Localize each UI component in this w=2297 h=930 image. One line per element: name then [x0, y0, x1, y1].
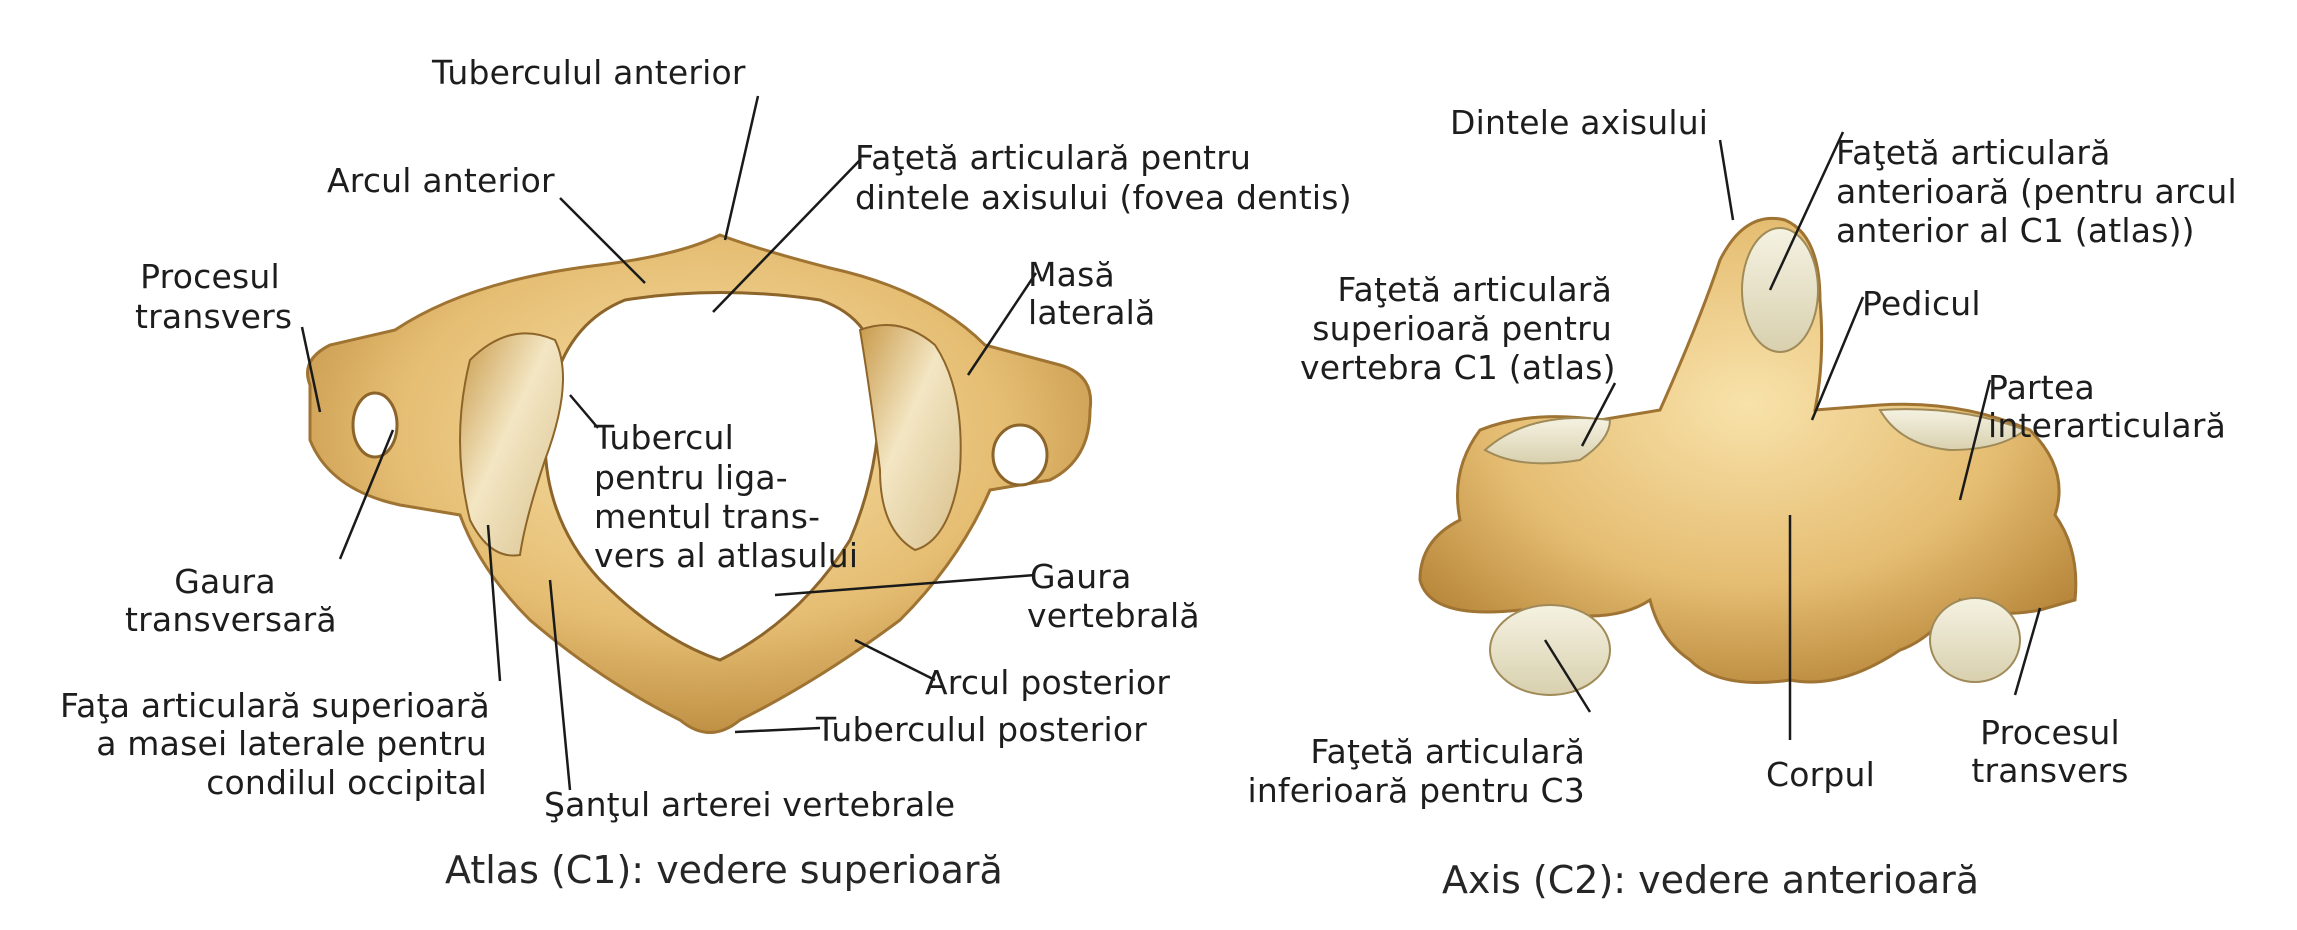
caption-axis: Axis (C2): vedere anterioară: [1442, 858, 1980, 902]
leader-arcul-anterior: [559, 197, 646, 284]
label-tuberculul-anterior: Tuberculul anterior: [432, 53, 746, 92]
leader-arcul-posterior: [854, 638, 936, 682]
label-tubercul-ligament-line4: vers al atlasului: [594, 536, 859, 575]
label-procesul-transvers-line2: transvers: [135, 297, 293, 336]
label-masa-laterala-line1: Masă: [1028, 255, 1115, 294]
label-fateta-anterioara-line1: Faţetă articulară: [1836, 133, 2111, 172]
label-fata-articulara-line3: condilul occipital: [206, 763, 487, 802]
atlas-left-facet: [459, 332, 564, 557]
label-arcul-posterior: Arcul posterior: [925, 663, 1171, 702]
label-masa-laterala-line2: laterală: [1028, 293, 1156, 332]
leader-fovea-dentis: [712, 159, 861, 313]
leader-gaura-transversara: [338, 429, 395, 560]
label-fateta-superioara-line1: Faţetă articulară: [1337, 270, 1612, 309]
label-fateta-superioara-line3: vertebra C1 (atlas): [1300, 348, 1616, 387]
label-procesul-transvers-axis-line2: transvers: [1971, 751, 2129, 790]
leader-gaura-vertebrala: [774, 573, 1036, 597]
label-fateta-superioara-line2: superioară pentru: [1312, 309, 1612, 348]
leader-tubercul-ligament: [569, 394, 599, 429]
label-procesul-transvers-line1: Procesul: [140, 257, 280, 296]
axis-dens-facet: [1741, 227, 1819, 353]
label-tubercul-ligament-line1: Tubercul: [594, 418, 734, 457]
label-procesul-transvers-axis-line1: Procesul: [1980, 713, 2120, 752]
label-fata-articulara-line1: Faţa articulară superioară: [60, 686, 490, 725]
atlas-left-transverse-foramen: [351, 391, 399, 459]
label-fateta-anterioara-line3: anterior al C1 (atlas)): [1836, 211, 2195, 250]
caption-atlas: Atlas (C1): vedere superioară: [445, 848, 1003, 892]
leader-masa-laterala: [966, 272, 1038, 376]
leader-tuberculul-anterior: [723, 95, 760, 241]
leader-pedicul: [1810, 296, 1865, 421]
leader-lines: [300, 95, 2042, 791]
label-corpul: Corpul: [1766, 755, 1876, 794]
leader-fateta-anterioara: [1768, 131, 1845, 291]
leader-procesul-transvers: [300, 326, 322, 413]
atlas-right-transverse-foramen: [991, 423, 1049, 487]
label-tubercul-ligament-line3: mentul trans-: [594, 497, 821, 536]
label-arcul-anterior: Arcul anterior: [327, 161, 555, 200]
leader-fateta-superioara: [1580, 382, 1617, 447]
leader-partea: [1958, 379, 1992, 501]
label-tuberculul-posterior: Tuberculul posterior: [816, 710, 1148, 749]
label-fateta-inferioara-line1: Faţetă articulară: [1310, 732, 1585, 771]
leader-tuberculul-posterior: [734, 726, 821, 734]
label-fovea-dentis-line1: Faţetă articulară pentru: [855, 138, 1252, 177]
label-gaura-vertebrala-line1: Gaura: [1030, 557, 1132, 596]
label-gaura-vertebrala-line2: vertebrală: [1027, 596, 1200, 635]
label-pedicul: Pedicul: [1862, 284, 1981, 323]
leader-dintele: [1718, 139, 1735, 221]
leader-fateta-inferioara: [1543, 639, 1592, 713]
label-fata-articulara-line2: a masei laterale pentru: [96, 724, 487, 763]
axis-right-inferior-facet: [1929, 597, 2021, 683]
label-santul-arterei-vertebrale: Şanţul arterei vertebrale: [544, 785, 956, 824]
atlas-bone: [306, 233, 1093, 734]
axis-left-superior-facet: [1483, 417, 1612, 465]
axis-right-superior-facet: [1878, 408, 2027, 452]
label-tubercul-ligament-line2: pentru liga-: [594, 458, 788, 497]
label-fateta-anterioara-line2: anterioară (pentru arcul: [1836, 172, 2237, 211]
atlas-right-facet: [858, 324, 962, 552]
label-partea-interarticulara-line2: interarticulară: [1988, 406, 2227, 445]
leader-fata-articulara: [486, 524, 502, 682]
label-dintele-axisului: Dintele axisului: [1450, 103, 1709, 142]
label-gaura-transversara-line2: transversară: [125, 600, 337, 639]
label-gaura-transversara-line1: Gaura: [174, 562, 276, 601]
leader-procesul-transvers-axis: [2013, 607, 2042, 696]
label-partea-interarticulara-line1: Partea: [1988, 368, 2095, 407]
leader-santul: [548, 579, 572, 791]
label-fovea-dentis-line2: dintele axisului (fovea dentis): [855, 178, 1352, 217]
label-fateta-inferioara-line2: inferioară pentru C3: [1247, 771, 1585, 810]
